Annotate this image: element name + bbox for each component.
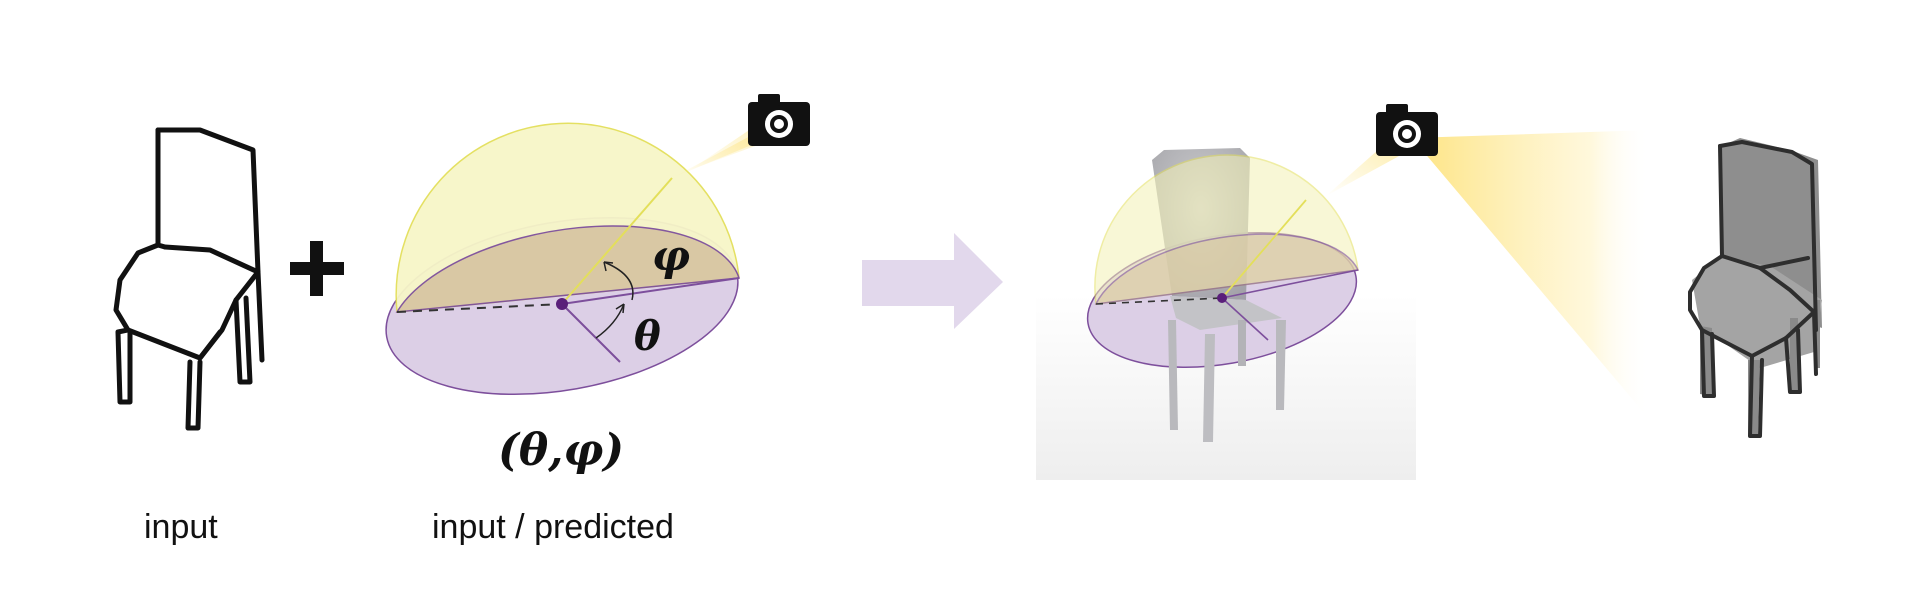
phi-label: φ xyxy=(652,231,690,280)
input-sketch xyxy=(113,127,265,431)
projection-light-cone xyxy=(1412,130,1650,420)
viewpoint-pair: (θ,φ) xyxy=(498,425,624,476)
caption-input: input xyxy=(144,508,218,546)
arrow-right-icon xyxy=(862,233,1003,329)
caption-input-predicted: input / predicted xyxy=(432,508,674,546)
projected-chair xyxy=(1688,138,1822,438)
viewpoint-hemisphere xyxy=(385,122,741,396)
plus-icon xyxy=(290,241,344,296)
rendered-scene xyxy=(1036,148,1416,480)
theta-label: θ xyxy=(634,313,661,360)
camera-icon xyxy=(748,94,810,146)
camera-icon xyxy=(1376,104,1438,156)
